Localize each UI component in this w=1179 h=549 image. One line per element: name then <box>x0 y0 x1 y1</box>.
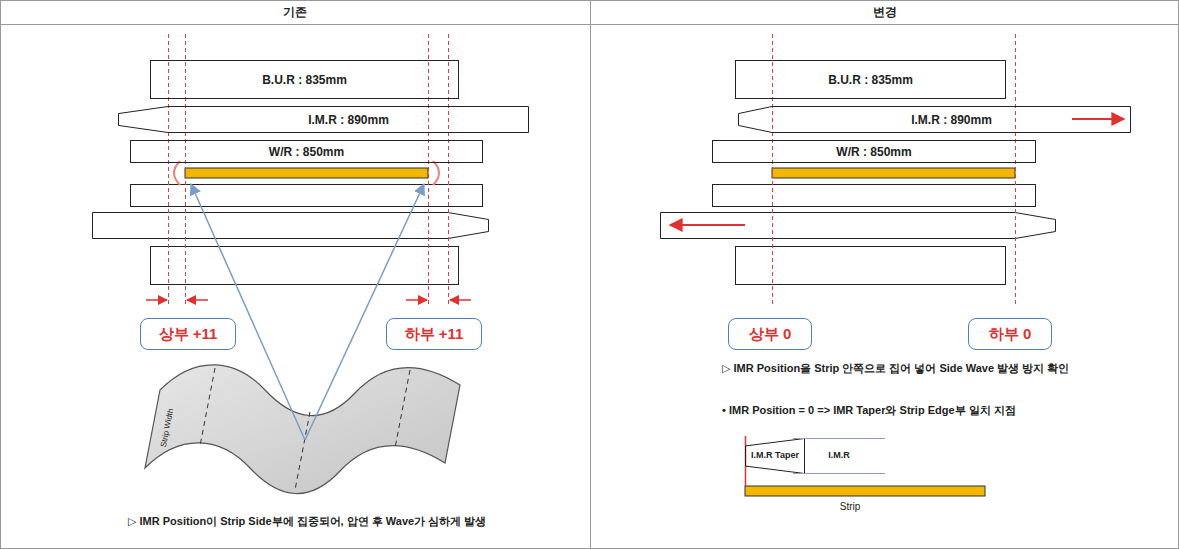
roll-outline <box>119 107 529 133</box>
pointer-line <box>191 184 305 440</box>
node-text: W/R : 850mm <box>836 145 911 159</box>
roll-shape: I.M.R <box>793 438 885 474</box>
pointer-line <box>305 184 424 440</box>
dimension-arrow <box>146 299 167 301</box>
position-label: 상부 +11 <box>140 318 236 350</box>
reference-lines <box>773 34 1016 305</box>
roll-outline <box>739 107 1131 133</box>
intermediate-roll: I.M.R : 890mm <box>118 106 529 133</box>
node-text: I.M.R : 890mm <box>308 113 389 127</box>
wavy-strip <box>145 365 460 494</box>
roll-outline <box>151 61 459 99</box>
table-divider <box>590 0 591 549</box>
strip <box>745 486 985 496</box>
strip-label: Strip <box>840 501 861 514</box>
work-roll: W/R : 850mm <box>712 140 1036 163</box>
node-text: B.U.R : 835mm <box>828 73 913 87</box>
reference-lines <box>169 34 449 305</box>
work-roll: W/R : 850mm <box>130 140 483 163</box>
reference-line <box>1015 34 1016 305</box>
reference-line <box>428 34 429 305</box>
dimension-arrow <box>187 299 208 301</box>
reference-line <box>168 34 169 305</box>
backup-roll: B.U.R : 835mm <box>735 60 1006 99</box>
table-divider <box>0 24 1179 25</box>
node-text: I.M.R : 890mm <box>911 113 992 127</box>
roll-outline <box>736 61 1006 99</box>
backup-roll <box>151 247 459 285</box>
shift-arrow <box>670 224 745 226</box>
reference-line <box>772 34 773 305</box>
taper-outline <box>746 439 805 474</box>
reference-line <box>185 34 186 305</box>
node-text: B.U.R : 835mm <box>262 73 347 87</box>
note-text: ▷ IMR Position이 Strip Side부에 집중되어, 압연 후 … <box>128 515 520 529</box>
node-text: 하부 +11 <box>405 325 464 344</box>
strip <box>772 168 1015 178</box>
node-text: 하부 0 <box>989 325 1032 344</box>
node-text: 변경 <box>873 4 897 21</box>
dimension-arrows <box>146 299 471 301</box>
intermediate-roll <box>661 213 1056 239</box>
edge-bracket <box>174 161 180 185</box>
wave-line <box>395 370 410 448</box>
intermediate-roll: I.M.R : 890mm <box>738 106 1131 133</box>
wave-line <box>200 368 215 446</box>
node-text: I.M.R Taper <box>751 451 799 461</box>
intermediate-roll <box>93 213 489 239</box>
position-label: 하부 0 <box>968 318 1052 350</box>
work-roll <box>131 185 483 207</box>
edge-bracket <box>433 161 439 185</box>
position-label: 상부 0 <box>728 318 812 350</box>
roll-outline <box>793 439 885 474</box>
roll-outline <box>131 141 483 163</box>
position-label: 하부 +11 <box>386 318 482 350</box>
backup-roll <box>736 247 1006 285</box>
work-roll <box>713 185 1036 207</box>
taper-shape: I.M.R Taper <box>745 438 805 474</box>
note-text: ▷ IMR Position을 Strip 안쪽으로 집어 넣어 Side Wa… <box>722 362 1127 376</box>
header-cell: 기존 <box>0 0 590 24</box>
node-text: 상부 +11 <box>159 325 218 344</box>
backup-roll: B.U.R : 835mm <box>150 60 459 99</box>
node-text: 기존 <box>283 4 307 21</box>
node-text: W/R : 850mm <box>269 145 344 159</box>
strip-width-label: Strip Width <box>159 408 176 448</box>
shift-arrow <box>1072 118 1124 120</box>
dimension-arrow <box>406 299 427 301</box>
note-text: • IMR Position = 0 => IMR Taper와 Strip E… <box>722 404 1162 418</box>
wave-lines <box>200 368 410 490</box>
dimension-arrow <box>450 299 471 301</box>
reference-line <box>448 34 449 305</box>
node-text: 상부 0 <box>749 325 792 344</box>
header-cell: 변경 <box>590 0 1179 24</box>
roll-outline <box>713 141 1036 163</box>
node-text: I.M.R <box>828 451 850 461</box>
strip <box>185 168 428 178</box>
